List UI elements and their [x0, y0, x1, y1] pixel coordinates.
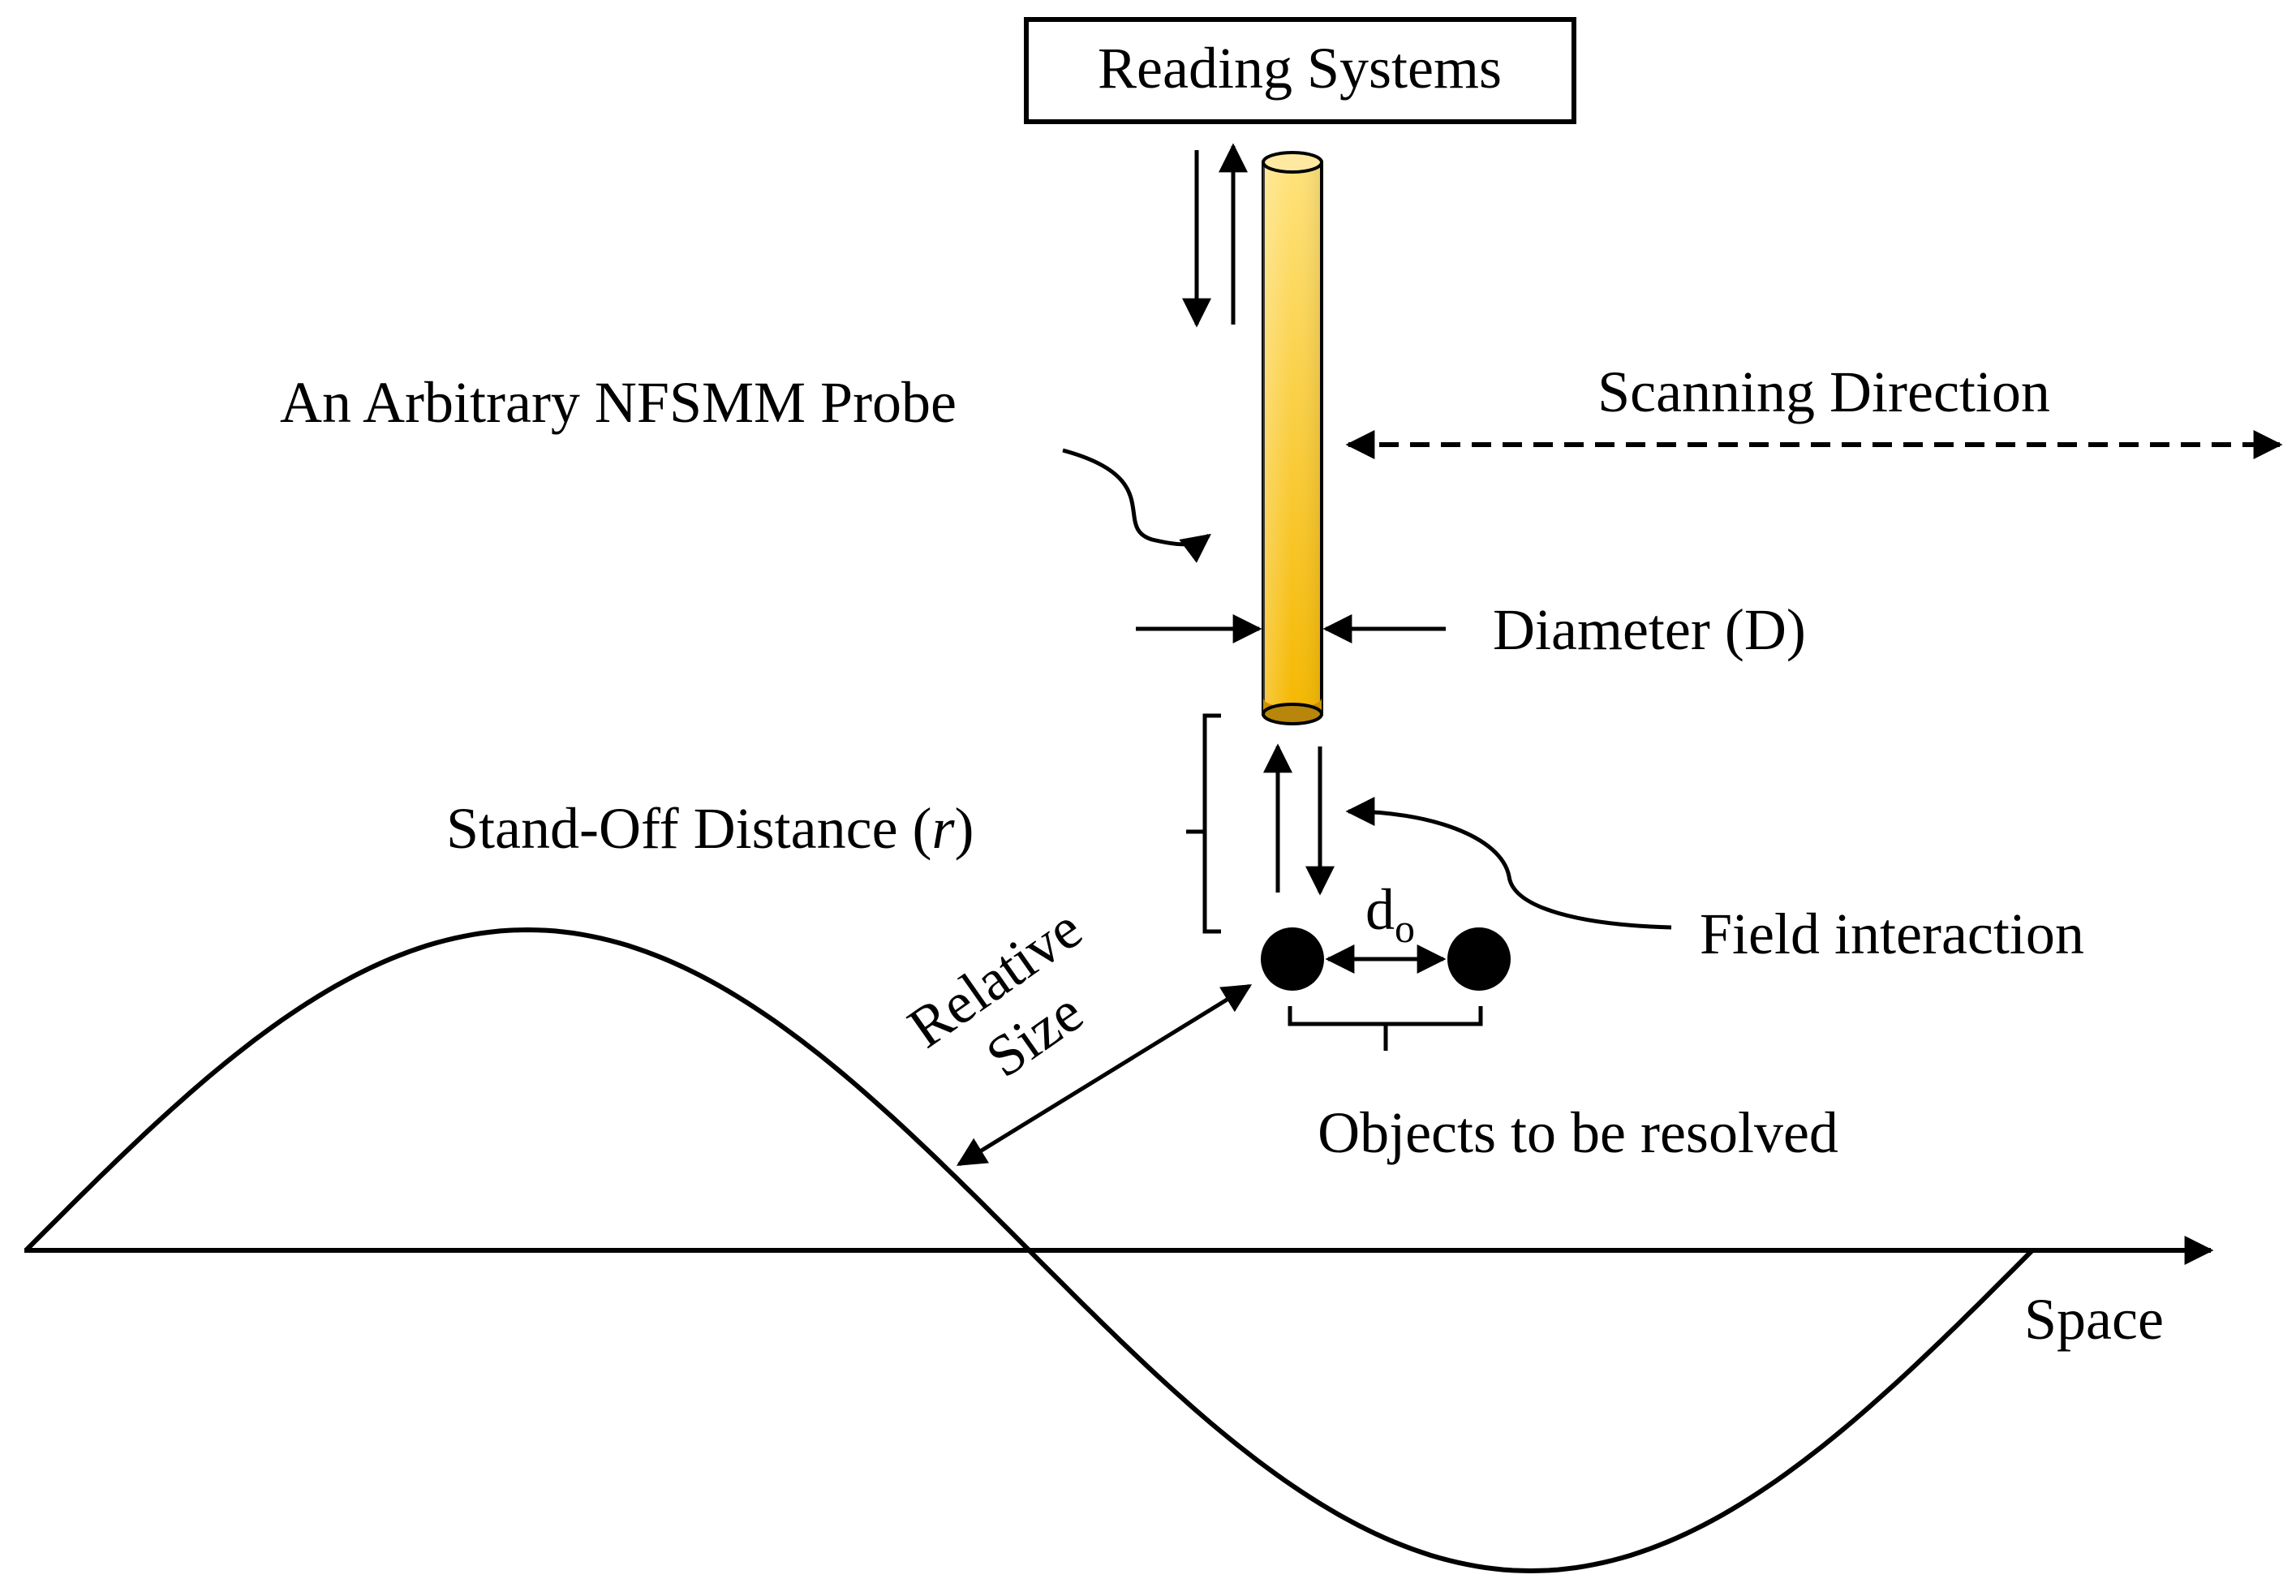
objects-label: Objects to be resolved: [1318, 1100, 1838, 1165]
reading-systems-box: Reading Systems: [1024, 17, 1576, 124]
probe-cylinder: [1262, 151, 1323, 725]
relative-size-arrow: [956, 983, 1253, 1167]
sine-wave: [24, 927, 2035, 1574]
probe-label: An Arbitrary NFSMM Probe: [280, 370, 957, 435]
probe-pointer-arrow: [1062, 448, 1211, 563]
separation-label: do: [1365, 877, 1415, 951]
object-right: [1447, 927, 1511, 991]
field-interaction-label: Field interaction: [1700, 901, 2084, 966]
standoff-bracket: [1186, 713, 1221, 934]
objects-brace: [1288, 1006, 1483, 1051]
object-left: [1261, 927, 1324, 991]
space-label: Space: [2024, 1287, 2164, 1352]
reading-systems-label: Reading Systems: [1098, 36, 1502, 101]
standoff-label: Stand-Off Distance (r): [446, 796, 974, 861]
field-pointer-arrow: [1345, 797, 1672, 930]
diameter-label: Diameter (D): [1493, 597, 1806, 662]
relative-size-label: Relative Size: [896, 896, 1094, 1091]
scanning-direction-label: Scanning Direction: [1597, 359, 2050, 424]
